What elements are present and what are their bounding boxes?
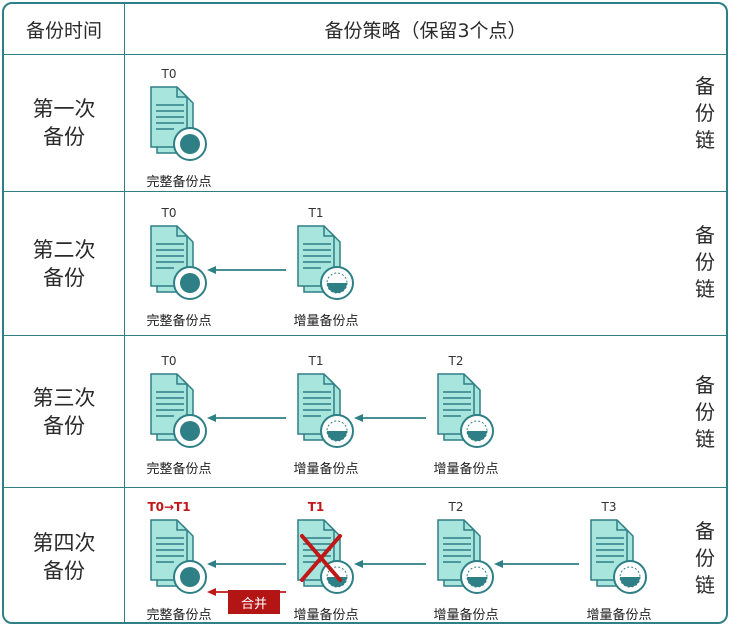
chain-arrow xyxy=(494,554,579,573)
strategy-cell: 备份链 T0 完整备份点 xyxy=(125,55,726,191)
full-backup-point: T0→T1 完整备份点 xyxy=(139,500,239,622)
chain-char: 链 xyxy=(695,277,715,301)
chain-arrow xyxy=(207,260,286,279)
backup-chain-label: 备份链 xyxy=(693,372,717,453)
time-column-title: 备份时间 xyxy=(25,19,102,42)
document-icon xyxy=(437,373,494,448)
incremental-backup-point: T2 增量备份点 xyxy=(426,500,526,622)
backup-time-line-2: 备份 xyxy=(43,125,85,149)
time-point-label: T1 xyxy=(307,500,325,514)
time-point-label: T3 xyxy=(601,500,617,514)
chain-char: 备 xyxy=(695,74,715,98)
chain-arrow xyxy=(354,408,426,427)
document-icon xyxy=(297,519,354,594)
strategy-column-title: 备份策略（保留3个点） xyxy=(324,19,527,42)
backup-point-label: 完整备份点 xyxy=(146,175,212,190)
time-point-label: T0 xyxy=(161,354,177,368)
backup-time-cell: 第三次 备份 xyxy=(4,336,125,487)
incremental-backup-point: T1 增量备份点 xyxy=(286,354,386,477)
chain-char: 链 xyxy=(695,427,715,451)
backup-point-label: 完整备份点 xyxy=(146,608,212,623)
document-icon xyxy=(437,519,494,594)
strategy-cell: 备份链 T0 完整备份点 T1 增量备份点 T2 增量备份点 xyxy=(125,336,726,487)
backup-point-label: 完整备份点 xyxy=(146,462,212,477)
incremental-backup-point: T2 增量备份点 xyxy=(426,354,526,477)
backup-chain-label: 备份链 xyxy=(693,222,717,303)
chain-char: 备 xyxy=(695,519,715,543)
document-icon xyxy=(297,373,354,448)
time-point-label: T2 xyxy=(448,354,464,368)
chain-char: 备 xyxy=(695,223,715,247)
backup-point-label: 增量备份点 xyxy=(586,608,652,623)
chain-arrow xyxy=(207,554,286,573)
time-column-header: 备份时间 xyxy=(4,4,125,54)
backup-point-label: 增量备份点 xyxy=(433,462,499,477)
chain-char: 备 xyxy=(695,373,715,397)
backup-chain-label: 备份链 xyxy=(693,73,717,154)
incremental-backup-point: T1 增量备份点 xyxy=(286,500,386,622)
incremental-backup-point: T3 增量备份点 xyxy=(579,500,679,622)
backup-time-cell: 第一次 备份 xyxy=(4,55,125,191)
backup-point-label: 增量备份点 xyxy=(433,608,499,623)
time-point-label: T1 xyxy=(308,206,324,220)
backup-time-line-1: 第三次 xyxy=(32,385,96,410)
chain-char: 份 xyxy=(695,546,715,570)
backup-point-label: 增量备份点 xyxy=(293,314,359,329)
backup-time-label: 第二次 备份 xyxy=(24,236,104,292)
time-point-label: T0 xyxy=(161,206,177,220)
backup-time-line-1: 第四次 xyxy=(32,531,96,555)
backup-point-label: 增量备份点 xyxy=(293,608,359,623)
backup-time-label: 第四次 备份 xyxy=(24,529,104,585)
chain-arrow xyxy=(354,554,426,573)
backup-time-label: 第一次 备份 xyxy=(24,95,104,151)
full-backup-point: T0 完整备份点 xyxy=(139,206,239,329)
chain-char: 份 xyxy=(695,250,715,274)
backup-point-label: 完整备份点 xyxy=(146,314,212,329)
backup-point-label: 增量备份点 xyxy=(293,462,359,477)
backup-time-line-2: 备份 xyxy=(43,559,85,583)
document-icon xyxy=(150,225,207,300)
document-icon xyxy=(150,373,207,448)
backup-time-line-1: 第二次 xyxy=(32,237,96,262)
chain-char: 份 xyxy=(695,101,715,125)
incremental-backup-point: T1 增量备份点 xyxy=(286,206,386,329)
chain-arrow xyxy=(207,408,286,427)
document-icon xyxy=(150,519,207,594)
backup-time-cell: 第二次 备份 xyxy=(4,192,125,335)
backup-time-label: 第三次 备份 xyxy=(24,384,104,440)
merge-badge: 合并 xyxy=(228,590,280,614)
time-point-label: T1 xyxy=(308,354,324,368)
backup-time-line-2: 备份 xyxy=(43,413,85,438)
strategy-column-header: 备份策略（保留3个点） xyxy=(125,4,726,54)
document-icon xyxy=(297,225,354,300)
chain-char: 份 xyxy=(695,400,715,424)
chain-char: 链 xyxy=(695,573,715,597)
backup-time-line-2: 备份 xyxy=(43,265,85,290)
header-row: 备份时间 备份策略（保留3个点） xyxy=(4,4,726,55)
time-point-label: T0→T1 xyxy=(147,500,191,514)
time-point-label: T0 xyxy=(161,67,177,81)
backup-time-line-1: 第一次 xyxy=(32,97,96,121)
backup-time-cell: 第四次 备份 xyxy=(4,488,125,622)
backup-chain-label: 备份链 xyxy=(693,518,717,599)
time-point-label: T2 xyxy=(448,500,464,514)
document-icon xyxy=(150,86,207,161)
full-backup-point: T0 完整备份点 xyxy=(139,354,239,477)
full-backup-point: T0 完整备份点 xyxy=(139,67,239,190)
document-icon xyxy=(590,519,647,594)
chain-char: 链 xyxy=(695,128,715,152)
strategy-cell: 备份链 T0 完整备份点 T1 增量备份点 xyxy=(125,192,726,335)
